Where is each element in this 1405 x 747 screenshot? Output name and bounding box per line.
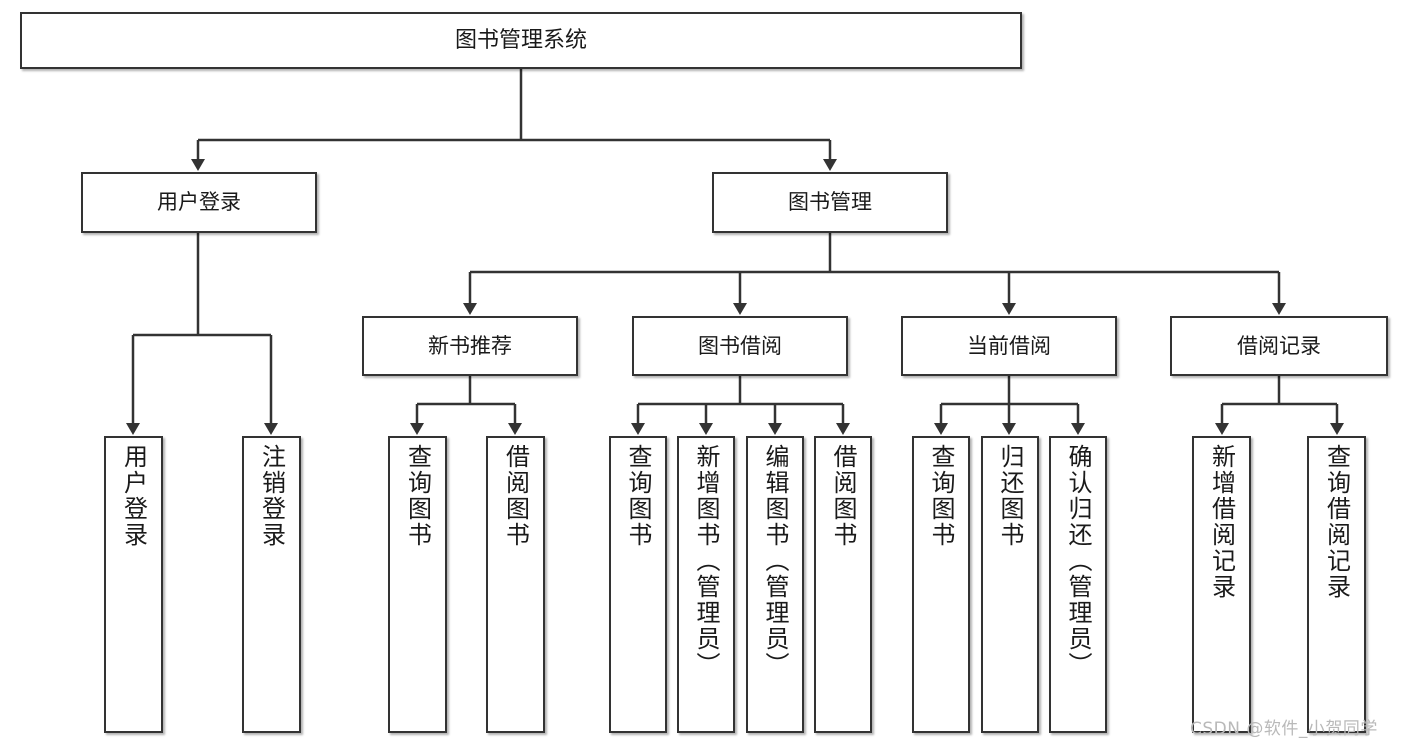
node-label: 查询图书 xyxy=(403,444,432,548)
leaf-new-book-borrow-book[interactable]: 借阅图书 xyxy=(486,436,545,733)
node-book-borrow[interactable]: 图书借阅 xyxy=(632,316,848,376)
leaf-book-borrow-borrow-book[interactable]: 借阅图书 xyxy=(814,436,872,733)
node-label: 图书借阅 xyxy=(698,333,782,358)
node-label: 借阅记录 xyxy=(1237,333,1321,358)
node-label: 查询图书 xyxy=(927,444,955,548)
node-label: 归还图书 xyxy=(996,444,1024,548)
node-label: 用户登录 xyxy=(157,190,241,215)
node-label: 新书推荐 xyxy=(428,333,512,358)
node-label: 借阅图书 xyxy=(501,444,530,548)
node-label: 注销登录 xyxy=(257,444,286,548)
node-label: 查询借阅记录 xyxy=(1322,444,1351,600)
node-book-management[interactable]: 图书管理 xyxy=(712,172,948,233)
node-user-login[interactable]: 用户登录 xyxy=(81,172,317,233)
leaf-book-borrow-query-book[interactable]: 查询图书 xyxy=(609,436,667,733)
leaf-current-borrow-query-book[interactable]: 查询图书 xyxy=(912,436,970,733)
node-borrow-record[interactable]: 借阅记录 xyxy=(1170,316,1388,376)
node-label: 用户登录 xyxy=(119,444,148,548)
node-current-borrow[interactable]: 当前借阅 xyxy=(901,316,1117,376)
leaf-borrow-record-add-record[interactable]: 新增借阅记录 xyxy=(1192,436,1251,733)
leaf-current-borrow-return-book[interactable]: 归还图书 xyxy=(981,436,1039,733)
node-label: 图书管理系统 xyxy=(454,27,587,53)
node-label: 当前借阅 xyxy=(967,333,1051,358)
node-label: 确认归还（管理员） xyxy=(1064,444,1092,678)
node-label: 图书管理 xyxy=(788,190,872,215)
leaf-user-login-login[interactable]: 用户登录 xyxy=(104,436,163,733)
leaf-book-borrow-edit-book-admin[interactable]: 编辑图书（管理员） xyxy=(746,436,804,733)
leaf-current-borrow-confirm-return-admin[interactable]: 确认归还（管理员） xyxy=(1049,436,1107,733)
node-label: 查询图书 xyxy=(624,444,652,548)
leaf-new-book-query-book[interactable]: 查询图书 xyxy=(388,436,447,733)
node-label: 新增借阅记录 xyxy=(1207,444,1236,600)
leaf-user-login-logout[interactable]: 注销登录 xyxy=(242,436,301,733)
leaf-book-borrow-add-book-admin[interactable]: 新增图书（管理员） xyxy=(677,436,735,733)
node-root-book-management-system[interactable]: 图书管理系统 xyxy=(20,12,1022,69)
node-label: 新增图书（管理员） xyxy=(692,444,720,678)
node-label: 借阅图书 xyxy=(829,444,857,548)
node-label: 编辑图书（管理员） xyxy=(761,444,789,678)
leaf-borrow-record-query-record[interactable]: 查询借阅记录 xyxy=(1307,436,1366,733)
node-new-book-recommend[interactable]: 新书推荐 xyxy=(362,316,578,376)
